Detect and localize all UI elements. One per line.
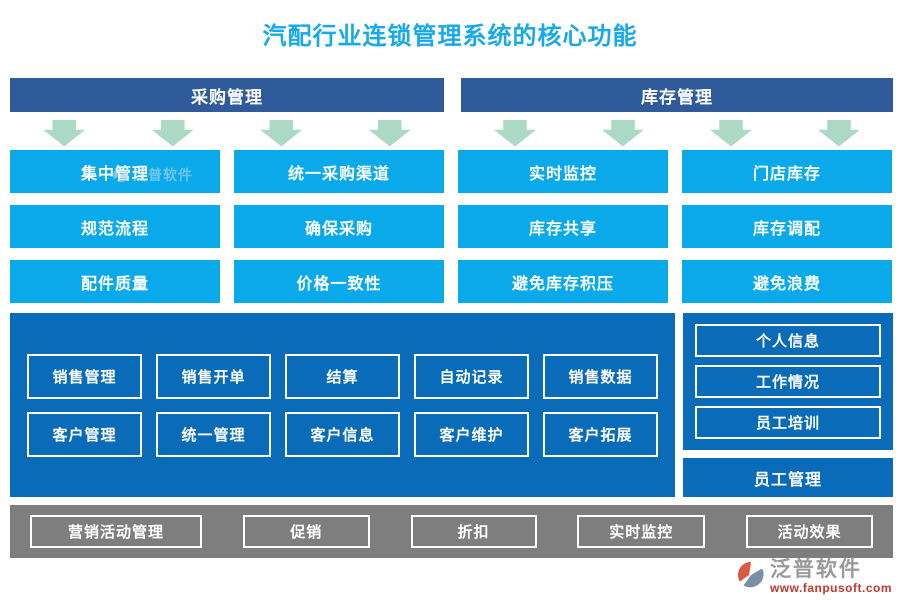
panel-cell: 销售管理	[27, 353, 142, 399]
sales-row: 销售管理 销售开单 结算 自动记录 销售数据	[27, 353, 658, 399]
feature-cell: 避免库存积压	[458, 260, 668, 303]
feature-cell: 确保采购	[234, 205, 444, 248]
feature-cell: 价格一致性	[234, 260, 444, 303]
brand-texts: 泛普软件 www.fanpusoft.com	[770, 558, 892, 595]
marketing-bar: 营销活动管理 促销 折扣 实时监控 活动效果	[10, 505, 893, 558]
header-inventory: 库存管理	[461, 78, 893, 112]
feature-grid: 集中管理 统一采购渠道 实时监控 门店库存 规范流程 确保采购 库存共享 库存调…	[10, 150, 893, 303]
feature-cell: 门店库存	[682, 150, 892, 193]
panel-cell: 销售开单	[156, 353, 271, 399]
panel-cell: 统一管理	[156, 411, 271, 457]
arrow-down-icon	[602, 119, 644, 147]
customer-row: 客户管理 统一管理 客户信息 客户维护 客户拓展	[27, 411, 658, 457]
panel-cell: 结算	[285, 353, 400, 399]
staff-cell: 工作情况	[695, 365, 881, 398]
brand-footer: 泛普软件 www.fanpusoft.com	[736, 558, 892, 595]
brand-name: 泛普软件	[769, 557, 862, 581]
page-title: 汽配行业连锁管理系统的核心功能	[262, 23, 638, 50]
feature-cell: 配件质量	[10, 260, 220, 303]
marketing-cell: 营销活动管理	[30, 515, 202, 548]
feature-cell: 库存共享	[458, 205, 668, 248]
panel-cell: 客户拓展	[543, 411, 658, 457]
inventory-arrows	[461, 119, 893, 147]
arrow-down-icon	[368, 119, 411, 147]
marketing-cell: 折扣	[410, 515, 537, 548]
staff-cell: 个人信息	[695, 324, 881, 357]
arrow-down-icon	[494, 119, 536, 147]
panel-cell: 客户信息	[285, 411, 400, 457]
feature-cell: 集中管理	[10, 150, 220, 193]
fanpu-logo-icon	[737, 561, 764, 588]
panel-cell: 自动记录	[414, 353, 529, 399]
header-procurement: 采购管理	[10, 78, 444, 112]
staff-management-bar: 员工管理	[683, 458, 893, 497]
arrow-down-icon	[260, 119, 303, 147]
feature-cell: 统一采购渠道	[234, 150, 444, 193]
brand-url: www.fanpusoft.com	[769, 581, 892, 595]
feature-cell: 实时监控	[458, 150, 668, 193]
feature-cell: 避免浪费	[682, 260, 892, 303]
panel-cell: 客户管理	[27, 411, 142, 457]
arrow-down-icon	[710, 119, 752, 147]
panel-cell: 销售数据	[543, 353, 658, 399]
procurement-arrows	[10, 119, 444, 147]
staff-panel: 个人信息 工作情况 员工培训	[683, 313, 893, 450]
feature-cell: 库存调配	[682, 205, 892, 248]
staff-cell: 员工培训	[695, 406, 881, 439]
marketing-cell: 活动效果	[746, 515, 873, 548]
arrow-down-icon	[151, 119, 194, 147]
sales-customer-panel: 销售管理 销售开单 结算 自动记录 销售数据 客户管理 统一管理 客户信息 客户…	[10, 313, 675, 497]
arrow-down-icon	[43, 119, 86, 147]
panel-cell: 客户维护	[414, 411, 529, 457]
marketing-cell: 实时监控	[577, 515, 706, 548]
marketing-cell: 促销	[242, 515, 370, 548]
feature-cell: 规范流程	[10, 205, 220, 248]
arrow-down-icon	[818, 119, 860, 147]
